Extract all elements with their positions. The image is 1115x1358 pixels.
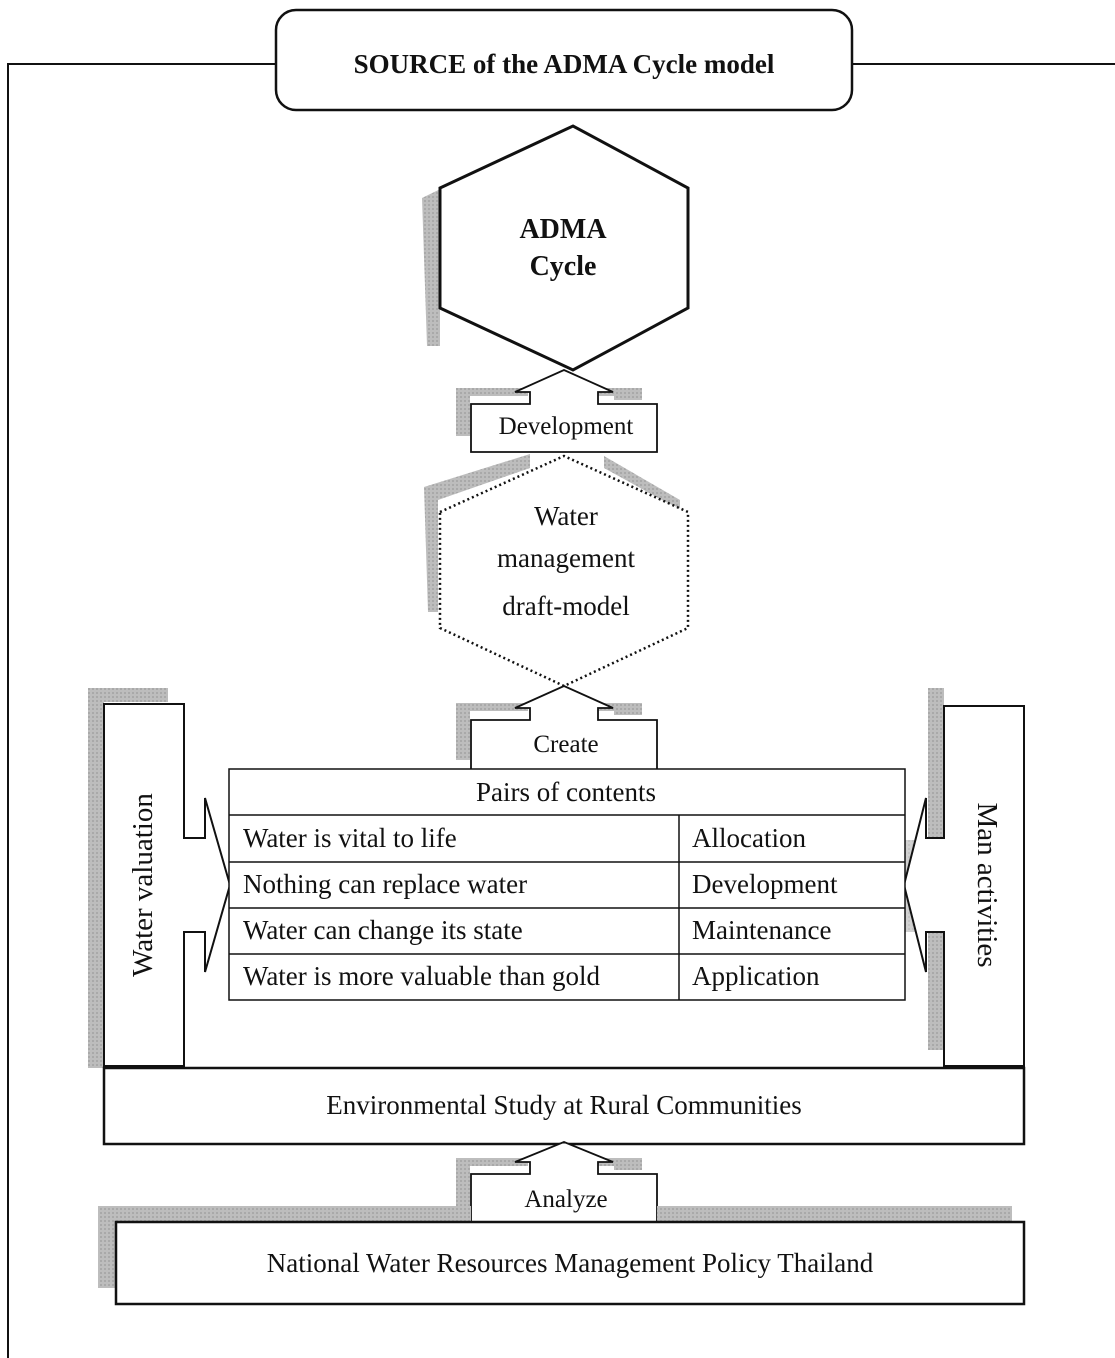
create-arrow: Create — [456, 685, 658, 771]
outer-frame — [7, 63, 1115, 1358]
content-cell: Water can change its state — [243, 915, 523, 945]
water-valuation-label: Water valuation — [127, 793, 159, 977]
draft-model-line1: Water — [534, 501, 598, 531]
table-row: Water is more valuable than gold Applica… — [243, 961, 820, 991]
adma-cycle-hexagon: ADMA Cycle — [422, 124, 690, 372]
draft-model-line3: draft-model — [502, 591, 629, 621]
draft-model-line2: management — [497, 543, 635, 573]
man-activities-label: Man activities — [971, 802, 1003, 967]
draft-model-hexagon: Water management draft-model — [424, 454, 690, 688]
environmental-study-label: Environmental Study at Rural Communities — [326, 1090, 801, 1120]
pairs-table: Pairs of contents Water is vital to life… — [228, 768, 906, 1001]
pair-cell: Maintenance — [692, 915, 831, 945]
create-label: Create — [533, 731, 598, 758]
water-valuation-box: Water valuation — [88, 688, 232, 1068]
table-header: Pairs of contents — [476, 777, 656, 807]
title: SOURCE of the ADMA Cycle model — [354, 49, 775, 79]
national-policy-label: National Water Resources Management Poli… — [267, 1248, 874, 1278]
analyze-label: Analyze — [524, 1186, 607, 1213]
development-label: Development — [499, 413, 634, 440]
national-policy-box: National Water Resources Management Poli… — [98, 1206, 1026, 1306]
title-box: SOURCE of the ADMA Cycle model — [274, 8, 854, 112]
environmental-study-box: Environmental Study at Rural Communities — [102, 1066, 1026, 1146]
content-cell: Water is more valuable than gold — [243, 961, 600, 991]
content-cell: Nothing can replace water — [243, 869, 527, 899]
pair-cell: Application — [692, 961, 820, 991]
hexagon-line2: Cycle — [530, 251, 597, 282]
table-row: Nothing can replace water Development — [243, 869, 838, 899]
table-row: Water is vital to life Allocation — [243, 823, 806, 853]
pair-cell: Development — [692, 869, 838, 899]
pair-cell: Allocation — [692, 823, 806, 853]
development-arrow: Development — [456, 369, 658, 453]
man-activities-box: Man activities — [892, 688, 1025, 1067]
analyze-arrow: Analyze — [456, 1141, 658, 1225]
content-cell: Water is vital to life — [243, 823, 457, 853]
table-row: Water can change its state Maintenance — [243, 915, 831, 945]
hexagon-line1: ADMA — [519, 214, 607, 245]
